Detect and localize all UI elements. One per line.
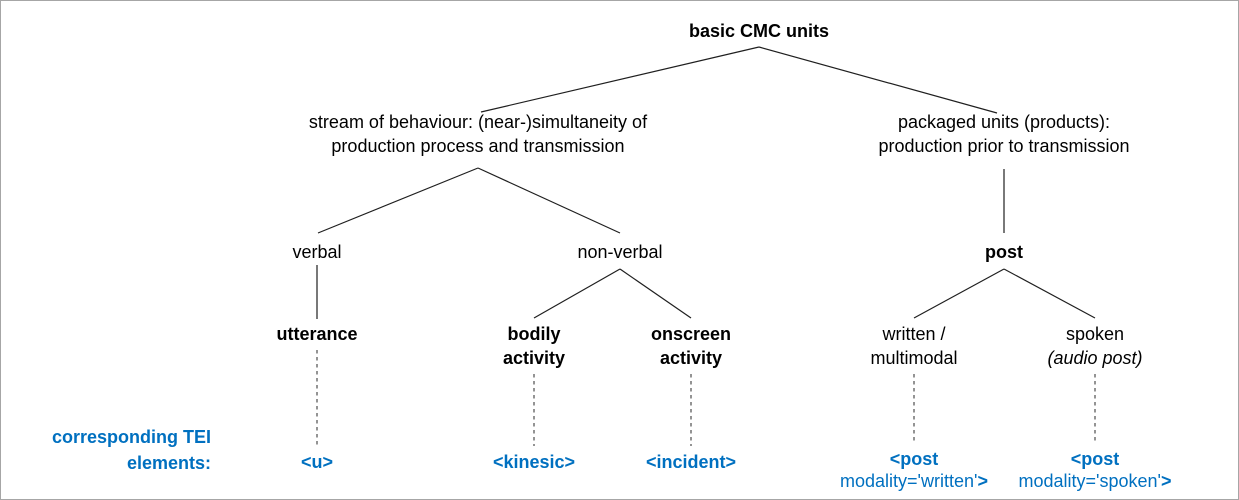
onscreen-activity-line1: onscreen	[650, 324, 732, 344]
spoken-audio-post-node: spoken (audio post)	[1047, 323, 1142, 370]
tei-kinesic: <kinesic>	[492, 452, 576, 472]
spoken-line1: spoken	[1065, 324, 1125, 344]
tei-post-written: <post modality='written'>	[840, 448, 988, 492]
tei-post-spoken-line2: modality='spoken'>	[1019, 470, 1172, 492]
written-multimodal-line2: multimodal	[870, 347, 958, 368]
edge-nonverbal-onscreen	[619, 268, 692, 319]
edge-stream-nonverbal	[477, 167, 621, 234]
tei-post-spoken-attr: modality='spoken'	[1018, 471, 1161, 491]
bodily-activity-line2: activity	[502, 347, 566, 368]
tei-caption-line1: corresponding TEI	[51, 427, 211, 447]
bodily-activity-node: bodily activity	[503, 323, 565, 370]
verbal-node: verbal	[292, 242, 342, 262]
written-multimodal-node: written / multimodal	[870, 323, 957, 370]
stream-branch-node: stream of behaviour: (near-)simultaneity…	[309, 111, 647, 158]
stream-branch-line2: production process and transmission	[331, 135, 625, 156]
onscreen-activity-node: onscreen activity	[651, 323, 731, 370]
edge-nonverbal-bodily	[533, 268, 621, 319]
spoken-line2-audio-post: (audio post)	[1047, 347, 1143, 368]
nonverbal-node: non-verbal	[577, 242, 663, 262]
edge-root-stream	[480, 46, 760, 113]
written-multimodal-line1: written /	[882, 324, 946, 344]
tei-post-written-line1: <post	[889, 449, 939, 469]
utterance-node: utterance	[276, 324, 358, 344]
edge-stream-verbal	[317, 167, 479, 234]
stream-branch-line1: stream of behaviour: (near-)simultaneity…	[308, 112, 648, 132]
edge-post-written	[913, 268, 1005, 319]
tei-caption: corresponding TEI elements:	[41, 424, 211, 476]
root-node: basic CMC units	[688, 21, 830, 41]
tei-caption-line2: elements:	[126, 453, 211, 473]
bodily-activity-line1: bodily	[507, 324, 561, 344]
tei-post-spoken-close: >	[1160, 471, 1172, 491]
packaged-branch-line1: packaged units (products):	[897, 112, 1111, 132]
post-node: post	[985, 242, 1023, 262]
tei-post-written-line2: modality='written'>	[840, 470, 988, 492]
packaged-branch-line2: production prior to transmission	[878, 135, 1130, 156]
tei-post-spoken-line1: <post	[1070, 449, 1120, 469]
packaged-branch-node: packaged units (products): production pr…	[878, 111, 1129, 158]
tei-incident: <incident>	[645, 452, 737, 472]
tei-u: <u>	[300, 452, 334, 472]
tei-post-spoken: <post modality='spoken'>	[1019, 448, 1172, 492]
onscreen-activity-line2: activity	[659, 347, 723, 368]
tei-post-written-attr: modality='written'	[840, 471, 978, 491]
edge-post-spoken	[1003, 268, 1096, 319]
tei-post-written-close: >	[977, 471, 988, 491]
edge-root-packaged	[758, 46, 998, 114]
